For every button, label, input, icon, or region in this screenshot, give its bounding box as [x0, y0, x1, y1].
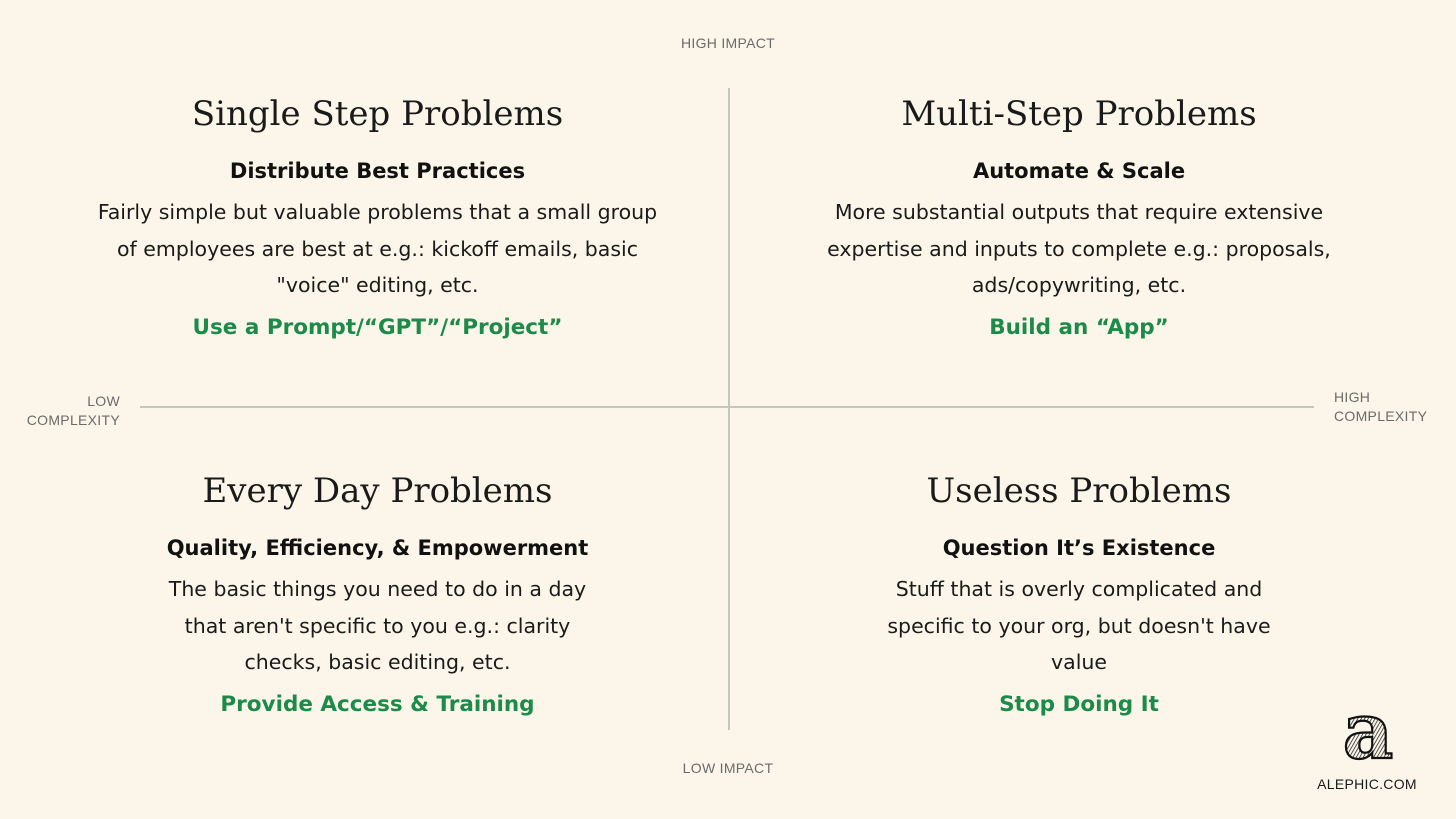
quadrant-every-day: Every Day Problems Quality, Efficiency, … — [90, 467, 665, 721]
quadrant-action: Provide Access & Training — [220, 691, 535, 717]
quadrant-description: The basic things you need to do in a day… — [168, 577, 587, 674]
axis-label-high-impact: HIGH IMPACT — [680, 35, 776, 51]
quadrant-action: Build an “App” — [989, 314, 1169, 340]
quadrant-useless: Useless Problems Question It’s Existence… — [795, 467, 1363, 721]
vertical-axis-line — [728, 88, 730, 730]
quadrant-subtitle: Question It’s Existence — [942, 536, 1216, 560]
quadrant-action: Stop Doing It — [999, 691, 1159, 717]
brand-site-label: ALEPHIC.COM — [1317, 776, 1417, 792]
axis-label-low-impact: LOW IMPACT — [682, 760, 774, 776]
quadrant-title: Multi-Step Problems — [901, 94, 1257, 134]
quadrant-multi-step: Multi-Step Problems Automate & Scale Mor… — [795, 90, 1363, 344]
horizontal-axis-line — [140, 406, 1314, 408]
axis-label-low-complexity-line1: LOW — [87, 393, 120, 409]
aleph-a-logo-icon: a — [1342, 700, 1395, 766]
quadrant-title: Single Step Problems — [191, 94, 564, 134]
axis-label-high-complexity-line2: COMPLEXITY — [1334, 408, 1428, 424]
quadrant-subtitle: Quality, Efficiency, & Empowerment — [166, 536, 589, 560]
quadrant-action: Use a Prompt/“GPT”/“Project” — [192, 314, 563, 340]
quadrant-description: Fairly simple but valuable problems that… — [97, 200, 658, 297]
axis-label-high-complexity-line1: HIGH — [1334, 389, 1371, 405]
axis-label-low-complexity-line2: COMPLEXITY — [26, 412, 120, 428]
axis-label-high-complexity: HIGH COMPLEXITY — [1334, 388, 1427, 426]
axis-label-low-complexity: LOW COMPLEXITY — [27, 392, 120, 430]
logo-letter: a — [1343, 700, 1394, 766]
quadrant-title: Every Day Problems — [202, 471, 553, 511]
quadrant-subtitle: Distribute Best Practices — [229, 159, 526, 183]
quadrant-title: Useless Problems — [926, 471, 1232, 511]
quadrant-subtitle: Automate & Scale — [972, 159, 1186, 183]
quadrant-description: More substantial outputs that require ex… — [827, 200, 1331, 297]
quadrant-description: Stuff that is overly complicated and spe… — [887, 577, 1271, 674]
quadrant-single-step: Single Step Problems Distribute Best Pra… — [90, 90, 665, 344]
